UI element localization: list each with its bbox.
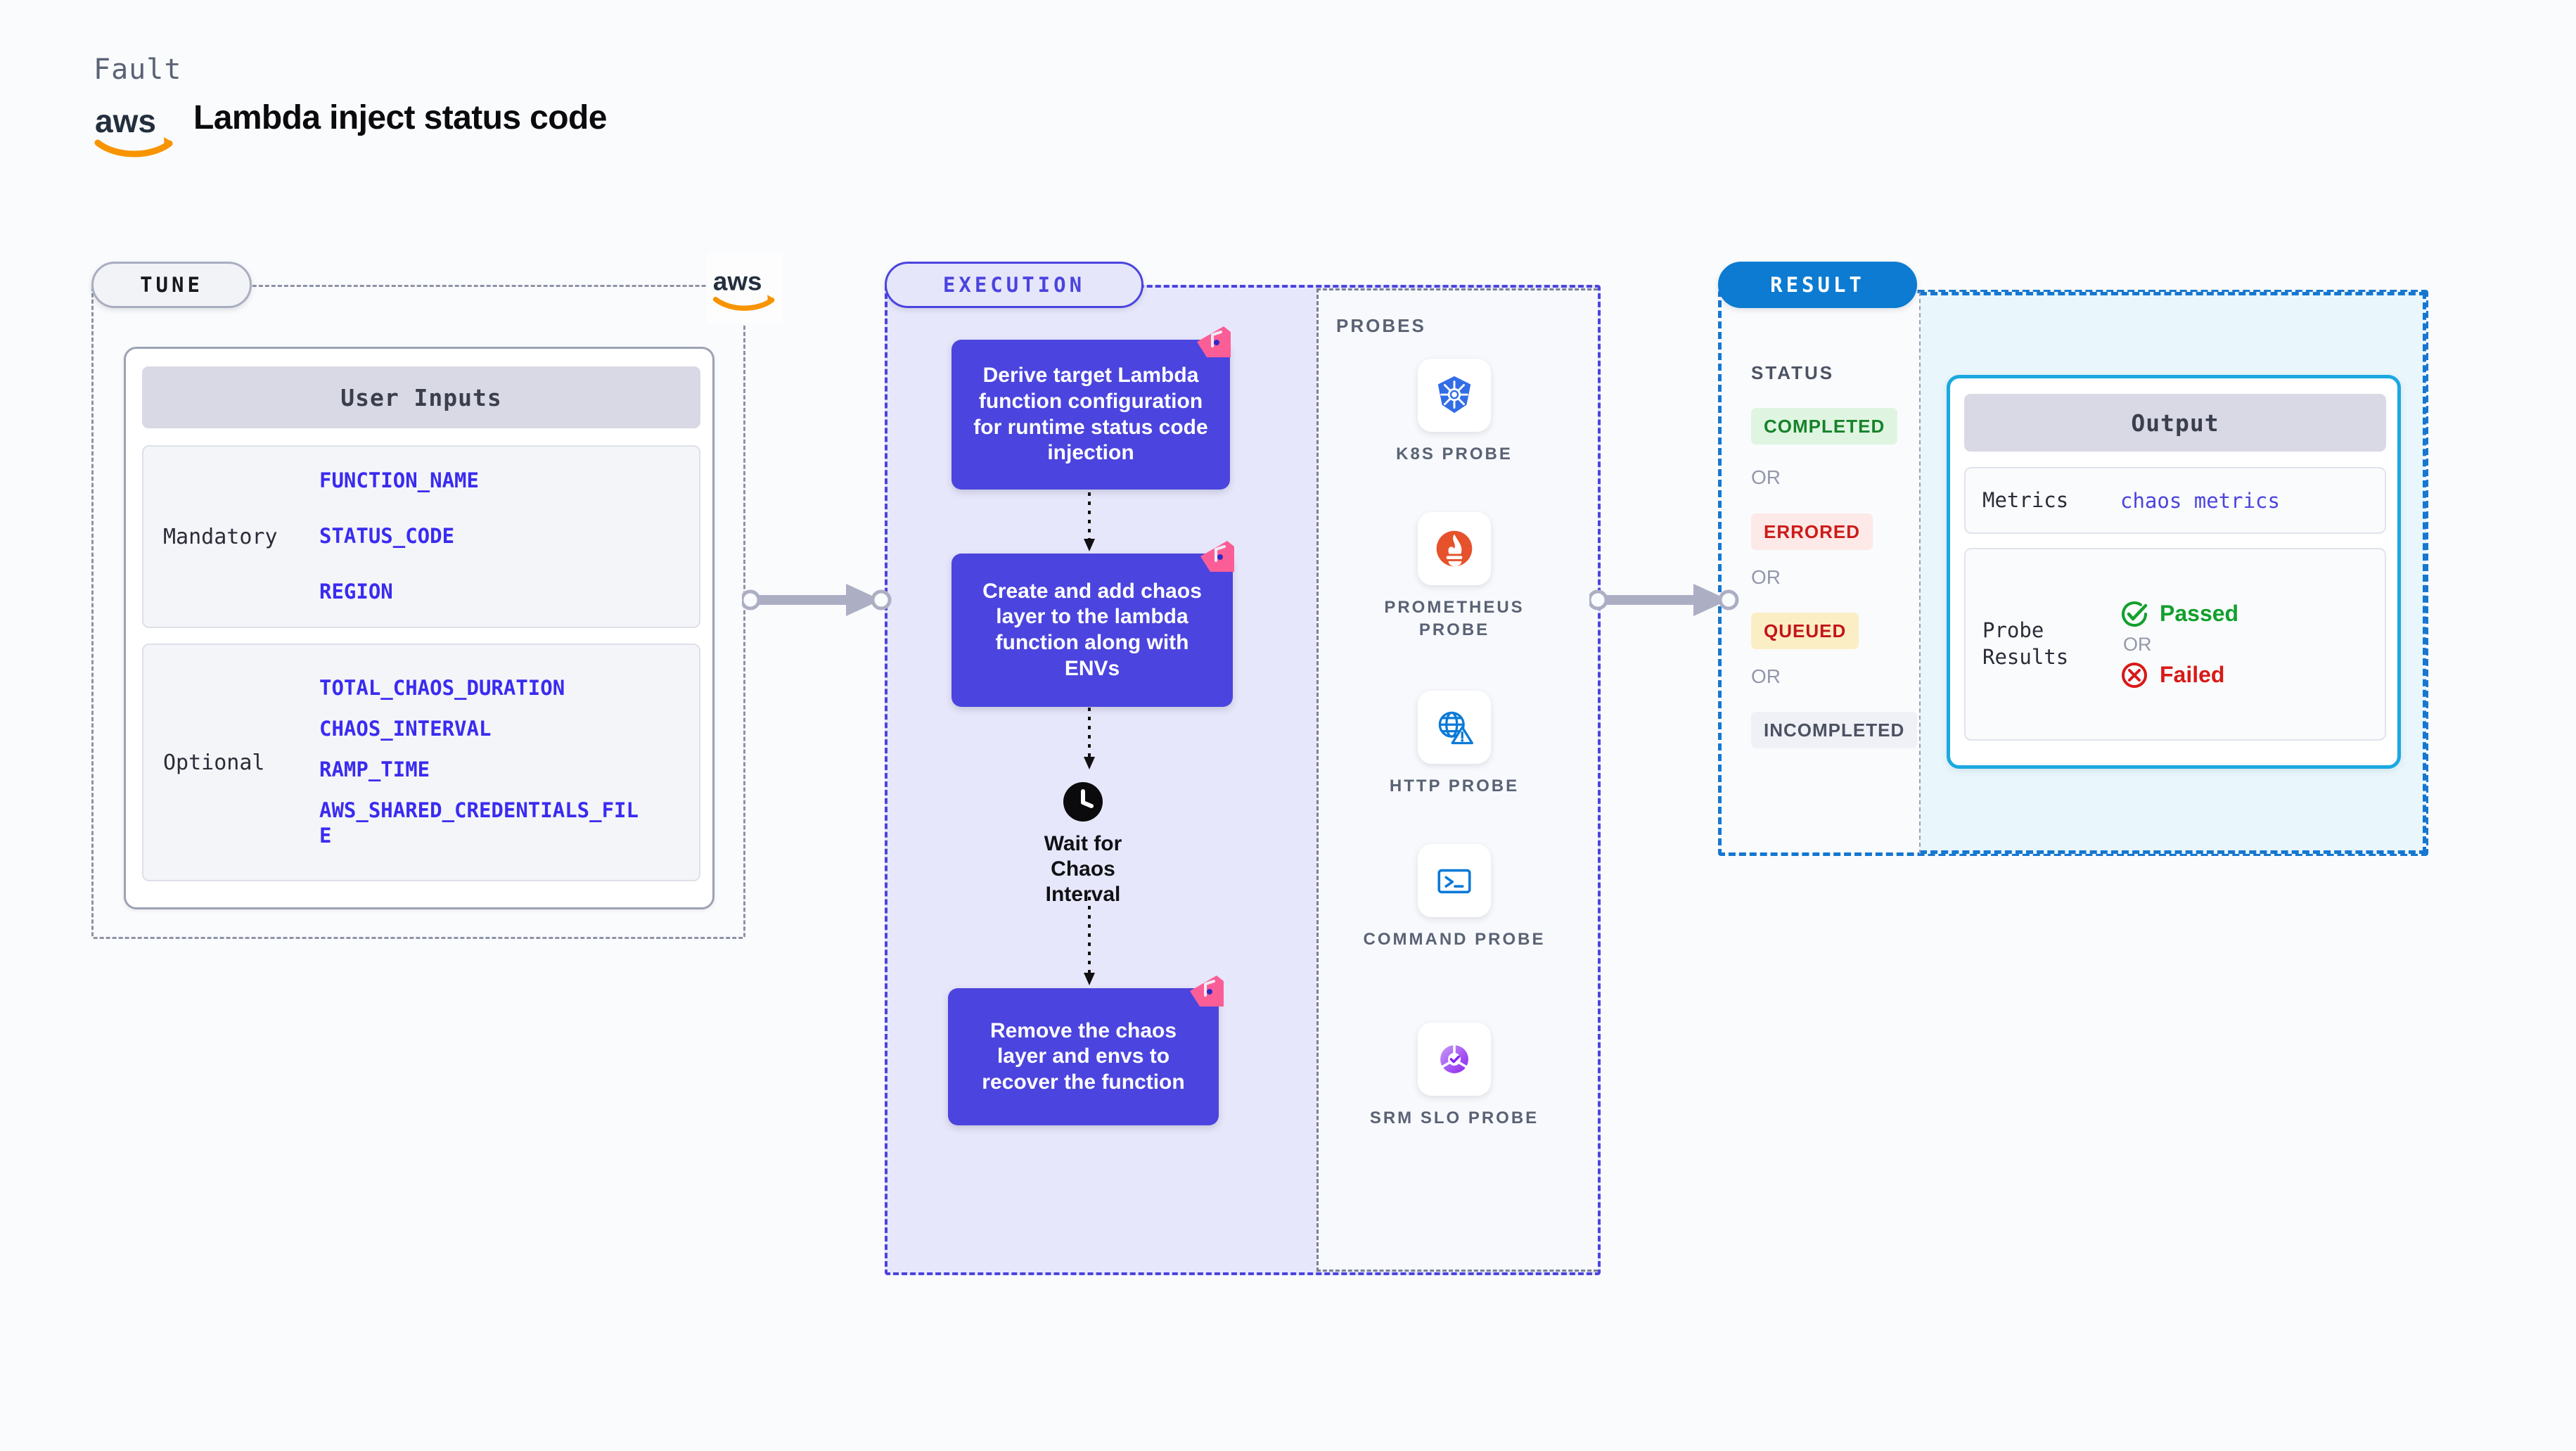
probe-result-or: OR: [2123, 633, 2152, 655]
probe-label-command: COMMAND PROBE: [1363, 930, 1546, 949]
mandatory-param-group: Mandatory FUNCTION_NAME STATUS_CODE REGI…: [142, 445, 700, 628]
status-title: STATUS: [1751, 362, 1835, 383]
execution-step-2[interactable]: Create and add chaos layer to the lambda…: [951, 554, 1233, 707]
aws-logo-icon: aws: [94, 98, 178, 162]
fault-kicker: Fault: [94, 53, 182, 86]
failed-label: Failed: [2160, 662, 2225, 687]
param-region[interactable]: REGION: [319, 579, 393, 603]
flow-arrow-3: [1080, 897, 1098, 992]
user-inputs-title: User Inputs: [142, 366, 700, 428]
probe-results-values: Passed OR Failed: [2120, 600, 2238, 689]
optional-param-group: Optional TOTAL_CHAOS_DURATION CHAOS_INTE…: [142, 644, 700, 881]
status-badge-errored: ERRORED: [1751, 513, 1873, 550]
output-title: Output: [1964, 394, 2386, 452]
result-pill[interactable]: RESULT: [1718, 262, 1917, 308]
metrics-value[interactable]: chaos metrics: [2120, 488, 2280, 513]
probe-label-prometheus: PROMETHEUS PROBE: [1384, 598, 1525, 640]
user-inputs-card: User Inputs Mandatory FUNCTION_NAME STAT…: [124, 347, 715, 909]
probe-k8s[interactable]: K8S PROBE: [1356, 359, 1553, 466]
param-aws-shared-credentials-file[interactable]: AWS_SHARED_CREDENTIALS_FILE: [319, 798, 639, 848]
param-total-chaos-duration[interactable]: TOTAL_CHAOS_DURATION: [319, 676, 565, 701]
status-or-1: OR: [1751, 466, 1781, 488]
probe-command[interactable]: COMMAND PROBE: [1356, 844, 1553, 951]
metrics-label: Metrics: [1982, 487, 2069, 512]
connector-tune-to-execution: [740, 575, 893, 628]
status-badge-queued: QUEUED: [1751, 613, 1859, 649]
probes-region: [1316, 288, 1598, 1272]
wait-label: Wait for Chaos Interval: [1044, 832, 1122, 906]
output-metrics-row: Metrics chaos metrics: [1964, 467, 2386, 534]
aws-corner-logo-icon: aws: [707, 253, 783, 324]
flow-arrow-1: [1080, 492, 1098, 558]
probe-result-passed: Passed: [2120, 600, 2238, 628]
output-card: Output Metrics chaos metrics Probe Resul…: [1947, 375, 2401, 769]
optional-label: Optional: [163, 750, 265, 775]
mandatory-values: FUNCTION_NAME STATUS_CODE REGION: [319, 468, 479, 605]
probe-result-failed: Failed: [2120, 661, 2238, 689]
prometheus-icon: [1418, 512, 1491, 585]
status-badge-completed: COMPLETED: [1751, 408, 1898, 445]
optional-values: TOTAL_CHAOS_DURATION CHAOS_INTERVAL RAMP…: [319, 676, 650, 849]
probe-label-k8s: K8S PROBE: [1396, 445, 1513, 464]
wait-for-chaos-interval-step: Wait for Chaos Interval: [1013, 782, 1153, 907]
output-probe-results-row: Probe Results Passed OR Failed: [1964, 548, 2386, 741]
probe-label-srm-slo: SRM SLO PROBE: [1369, 1108, 1539, 1127]
status-or-2: OR: [1751, 566, 1781, 588]
probes-title: PROBES: [1336, 315, 1426, 336]
probe-label-http: HTTP PROBE: [1389, 776, 1520, 795]
srm-slo-icon: [1418, 1023, 1491, 1096]
probe-prometheus[interactable]: PROMETHEUS PROBE: [1356, 512, 1553, 642]
terminal-icon: [1418, 844, 1491, 917]
param-chaos-interval[interactable]: CHAOS_INTERVAL: [319, 717, 492, 741]
probe-srm-slo[interactable]: SRM SLO PROBE: [1356, 1023, 1553, 1130]
connector-execution-to-result: [1587, 575, 1741, 628]
passed-label: Passed: [2160, 601, 2239, 626]
execution-pill[interactable]: EXECUTION: [885, 262, 1143, 308]
check-circle-icon: [2122, 601, 2148, 627]
execution-step-3[interactable]: Remove the chaos layer and envs to recov…: [948, 988, 1219, 1125]
page-title: Lambda inject status code: [193, 99, 607, 136]
flow-arrow-2: [1080, 708, 1098, 776]
param-status-code[interactable]: STATUS_CODE: [319, 524, 455, 549]
kubernetes-icon: [1418, 359, 1491, 432]
svg-text:aws: aws: [95, 103, 156, 139]
clock-icon: [1063, 782, 1103, 822]
status-badge-incompleted: INCOMPLETED: [1751, 712, 1918, 748]
probe-results-label: Probe Results: [1982, 618, 2069, 669]
svg-text:aws: aws: [713, 267, 762, 296]
x-circle-icon: [2122, 662, 2147, 688]
param-ramp-time[interactable]: RAMP_TIME: [319, 758, 430, 782]
tune-pill[interactable]: TUNE: [91, 262, 252, 308]
execution-step-1[interactable]: Derive target Lambda function configurat…: [951, 340, 1230, 490]
param-function-name[interactable]: FUNCTION_NAME: [319, 468, 479, 493]
probe-http[interactable]: HTTP PROBE: [1356, 691, 1553, 798]
globe-warning-icon: [1418, 691, 1491, 764]
status-or-3: OR: [1751, 665, 1781, 687]
result-divider: [1919, 292, 1921, 854]
mandatory-label: Mandatory: [163, 524, 278, 549]
